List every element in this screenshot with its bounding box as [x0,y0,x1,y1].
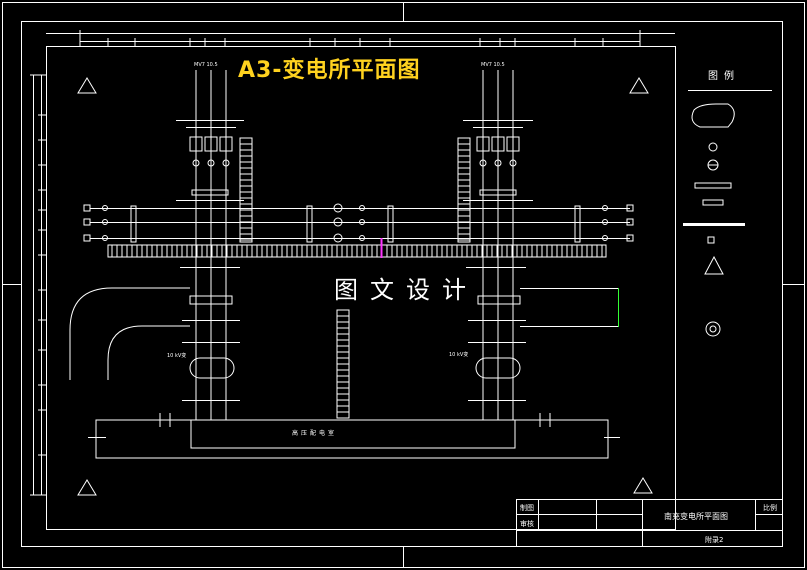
control-room-label: 高压配电室 [292,430,338,437]
title-block-drawn-label: 制图 [520,504,534,512]
busbars [83,203,634,243]
triangle-mark-top-left [77,77,97,94]
control-room-inner [190,419,516,449]
title-block [516,499,783,547]
legend-busbar-icon [694,182,732,189]
title-block-name: 南充变电所平面图 [664,512,728,521]
left-feeder-label: MV7 10.5 [194,62,218,68]
left-transformer-label: 10 kV变 [167,353,187,359]
triangle-mark-bottom-left [77,479,97,496]
legend-breaker-icon [708,142,718,152]
legend-ring-icon [705,321,721,337]
triangle-mark-top-right [629,77,649,94]
right-transformer-label: 10 kV变 [449,352,469,358]
control-room-outline [95,419,609,459]
cable-trench-hatch [111,245,603,257]
dim-left-ticks [30,74,46,496]
legend-cable-tray-icon [691,103,735,128]
right-feeder-label: MV7 10.5 [481,62,505,68]
title-block-check-label: 审核 [520,520,534,528]
title-block-scale-label: 比例 [763,504,777,512]
watermark-text: 图文设计 [334,276,478,304]
dim-top-ticks [79,30,641,46]
cable-ladders [239,137,471,419]
drawing-title: A3-变电所平面图 [238,58,421,83]
inner-frame [21,21,783,547]
legend-title: 图例 [708,71,740,82]
left-bay [176,70,244,420]
legend-cable-bar-icon [683,223,745,226]
legend-grounding-icon [702,199,724,206]
title-block-sheet: 附录2 [705,536,724,544]
cable-route-outer [69,287,190,380]
cable-route-inner [107,325,190,380]
right-bay [463,70,533,420]
legend-lightning-icon [704,255,724,275]
legend-terminal-icon [707,236,715,244]
legend-symbols [691,103,735,337]
triangle-mark-bottom-right [633,477,653,494]
